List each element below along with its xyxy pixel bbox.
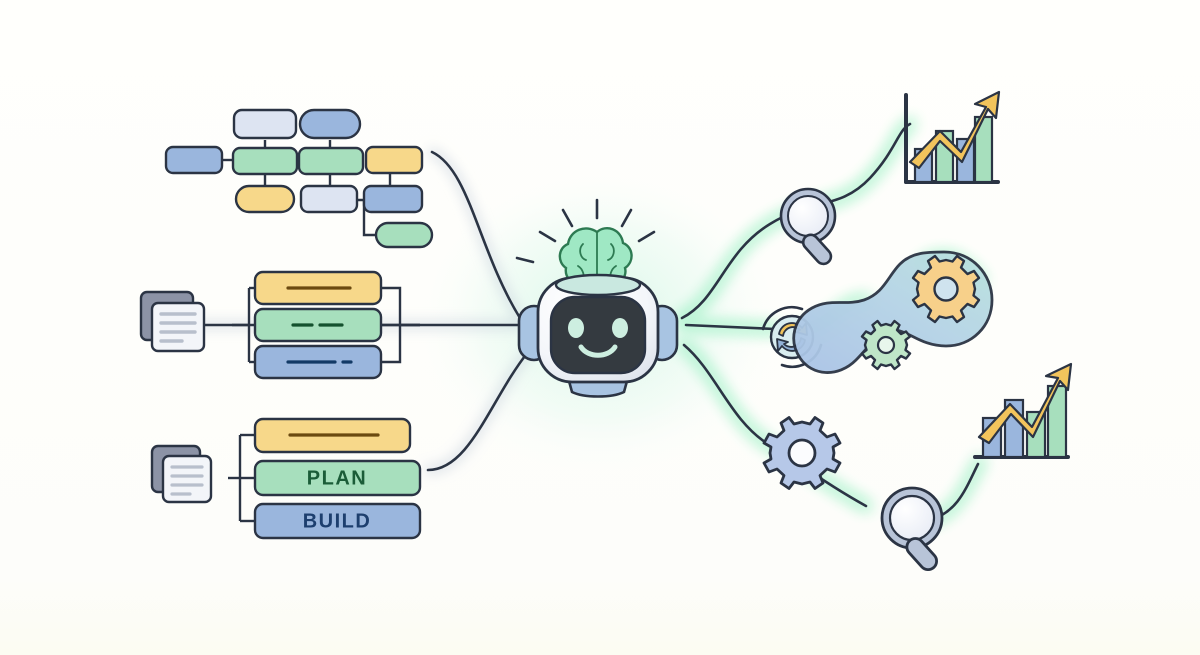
magnifier-icon-top[interactable] [779, 187, 837, 267]
documents-icon [150, 444, 213, 504]
robot-head-opening [554, 273, 642, 297]
growth-arrow [908, 90, 1001, 170]
robot-face-screen [549, 295, 647, 375]
bar-chart-growth-icon-top[interactable] [904, 90, 1001, 184]
flowchart-node[interactable] [234, 184, 296, 214]
ai-robot[interactable] [515, 198, 679, 398]
flowchart-node[interactable] [297, 146, 365, 176]
list-item-plan[interactable] [253, 459, 422, 497]
robot-smile [578, 344, 618, 358]
build-label: BUILD [303, 510, 372, 532]
flowchart-node[interactable] [299, 184, 359, 214]
list-item-build[interactable] [253, 502, 422, 540]
documents-icon [139, 290, 206, 353]
flowchart-node[interactable] [364, 145, 424, 175]
flowchart-node[interactable] [374, 221, 434, 249]
bar-chart-growth-icon-bottom[interactable] [973, 362, 1073, 459]
gears-pair-icon[interactable] [792, 250, 994, 374]
plan-label: PLAN [307, 467, 367, 489]
list-item[interactable] [253, 307, 383, 343]
robot-eye-right [612, 318, 628, 338]
growth-arrow [977, 362, 1073, 445]
robot-eye-left [568, 318, 584, 338]
gear-small [860, 319, 912, 371]
gear-icon[interactable] [762, 416, 842, 490]
gear-big [911, 254, 981, 324]
spark-lines [515, 198, 656, 264]
document-list-bottom[interactable]: PLAN BUILD [150, 417, 422, 540]
flowchart-node[interactable] [231, 146, 299, 176]
flowchart-node[interactable] [298, 108, 362, 140]
flowchart-node[interactable] [164, 145, 224, 175]
document-list-middle[interactable] [139, 270, 420, 380]
flowchart-node[interactable] [362, 184, 424, 214]
magnifier-icon-bottom[interactable] [880, 486, 944, 573]
flowchart-node[interactable] [232, 108, 298, 140]
flowchart-input[interactable] [164, 108, 434, 249]
